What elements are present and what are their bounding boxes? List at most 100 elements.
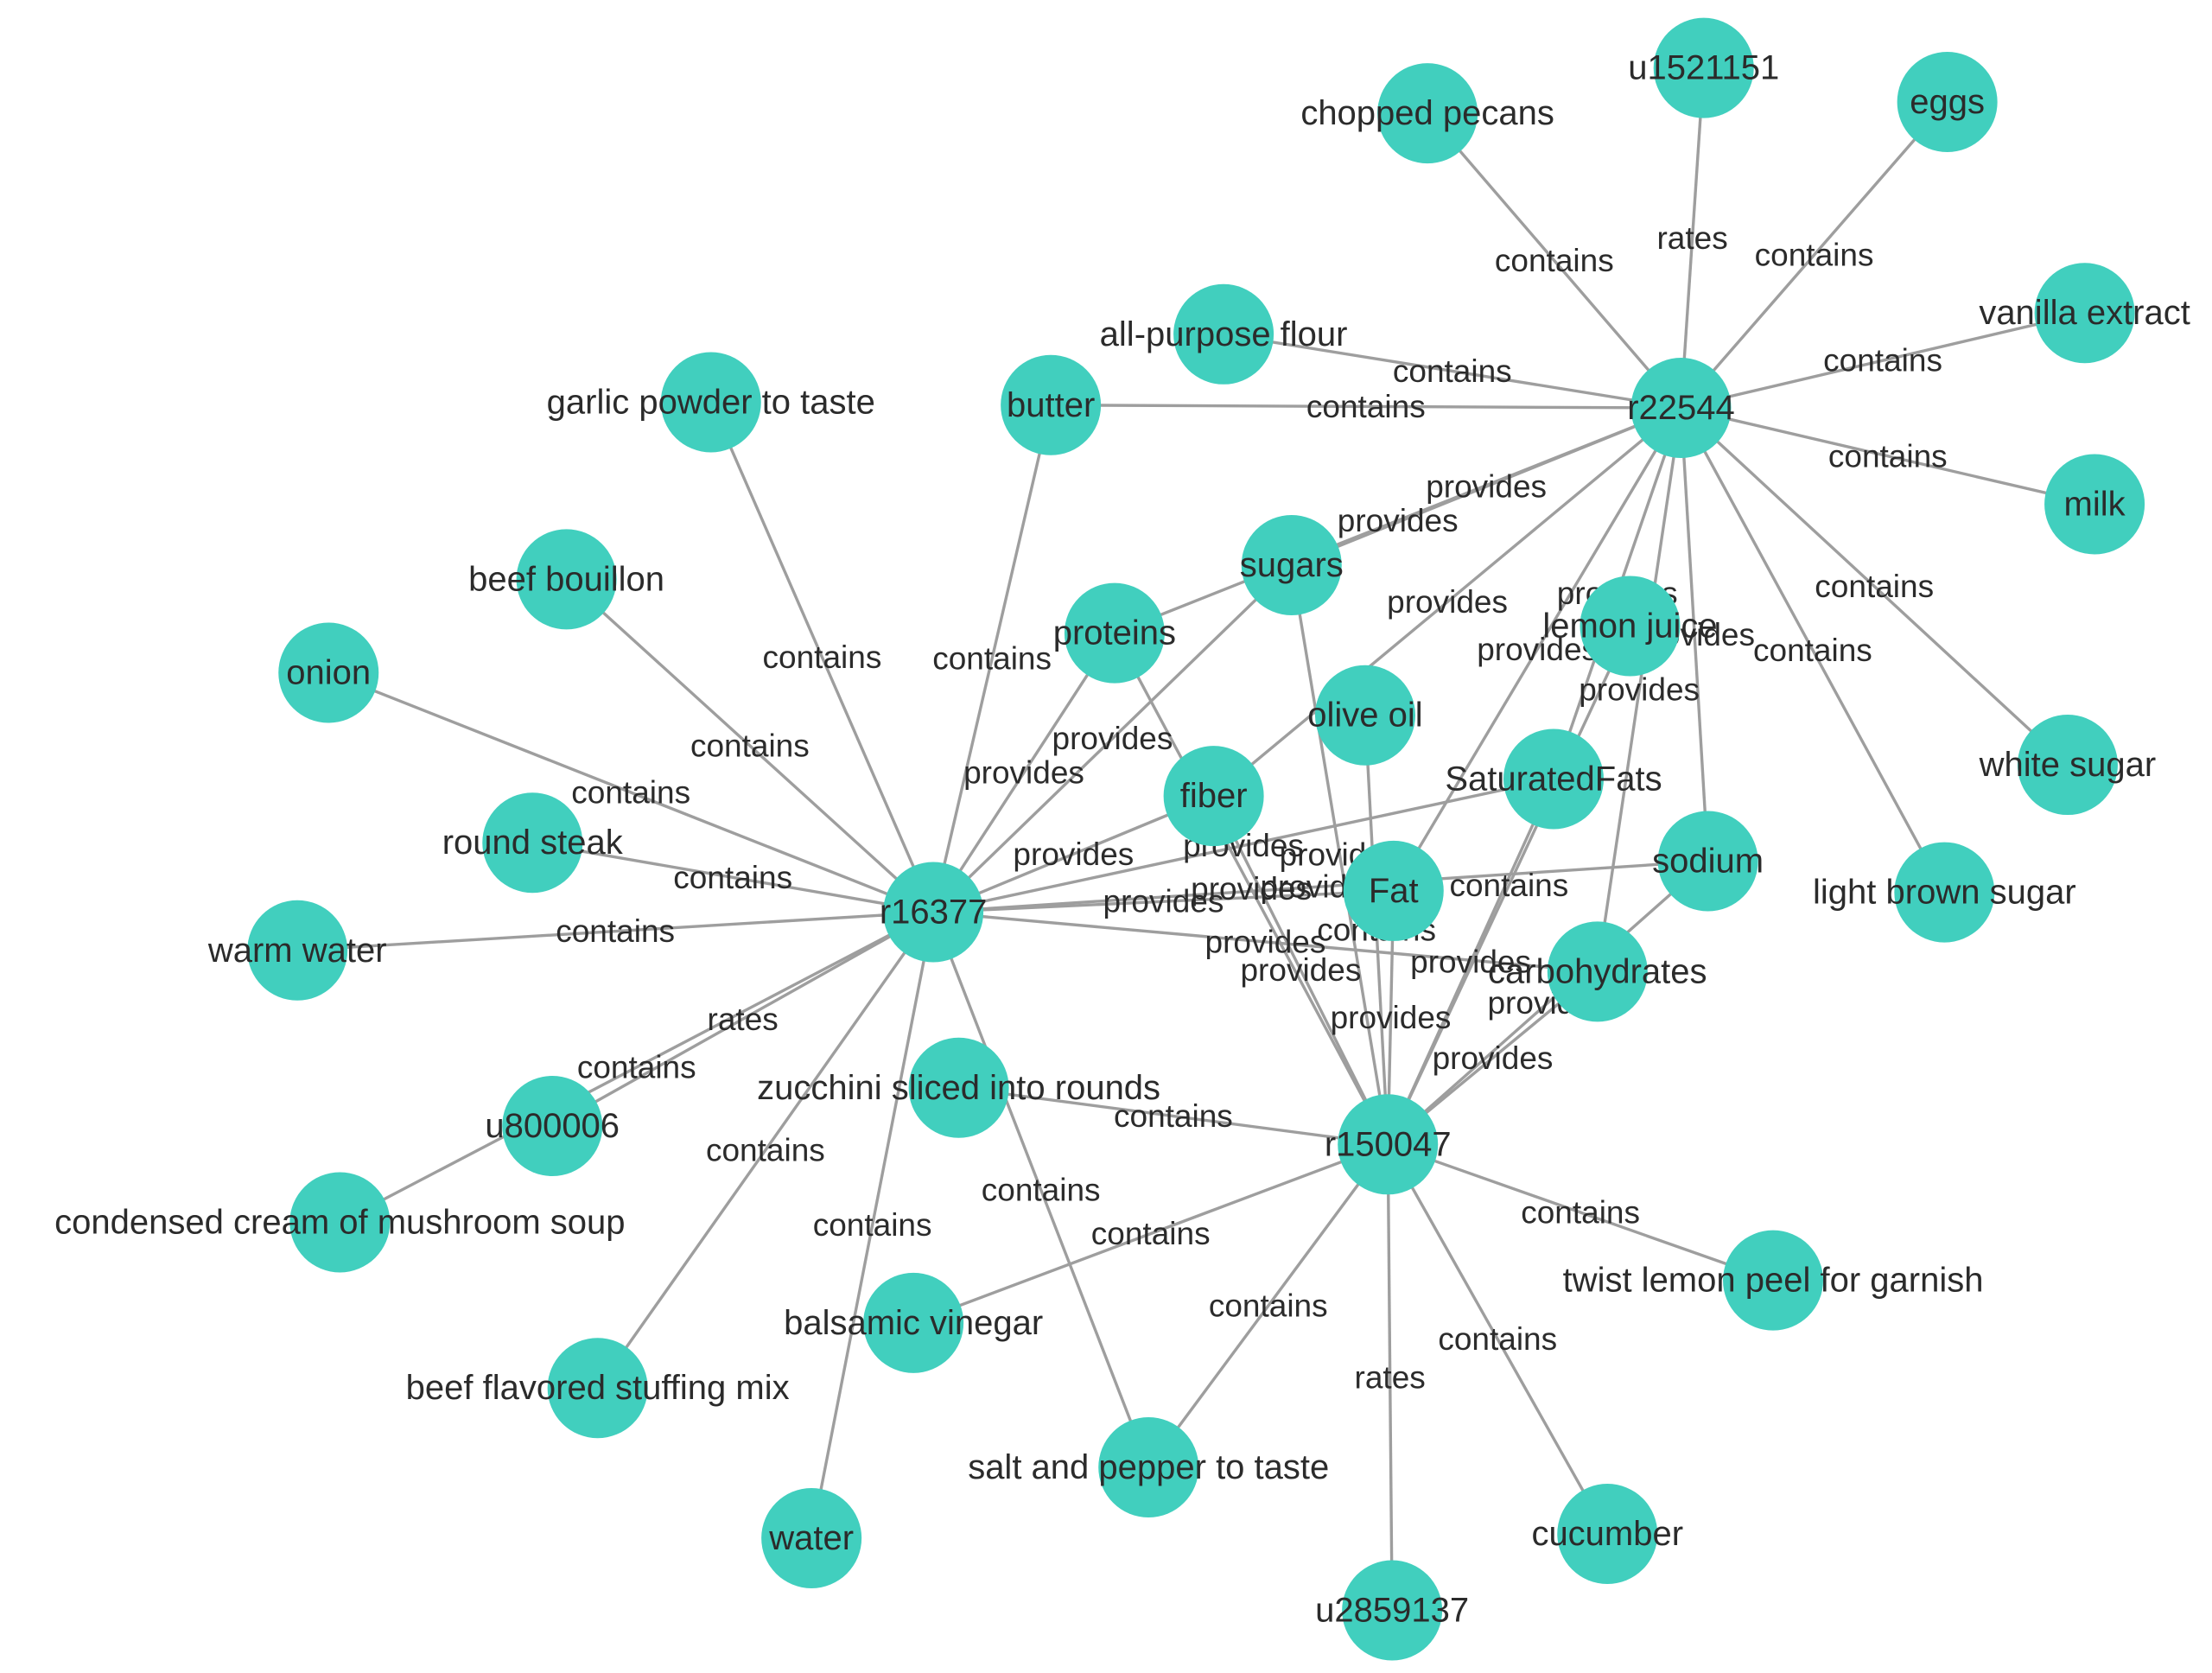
node-fat[interactable]: Fat: [1343, 840, 1444, 941]
node-butter[interactable]: butter: [1001, 354, 1102, 455]
node-fiber[interactable]: fiber: [1163, 746, 1264, 847]
node-circle-r22544[interactable]: [1630, 358, 1732, 459]
node-circle-cucumber[interactable]: [1557, 1484, 1658, 1585]
edge-r150047-cucumber: [1386, 1143, 1609, 1535]
node-balsamic-vinegar[interactable]: balsamic vinegar: [784, 1272, 1043, 1373]
node-circle-all-purpose-flour[interactable]: [1173, 283, 1274, 385]
edge-label-provides: provides: [1191, 871, 1312, 906]
node-proteins[interactable]: proteins: [1053, 582, 1176, 684]
node-all-purpose-flour[interactable]: all-purpose flour: [1100, 283, 1348, 385]
node-r16377[interactable]: r16377: [880, 862, 988, 963]
node-lemon-juice[interactable]: lemon juice: [1542, 576, 1718, 677]
edge-label-contains: contains: [673, 860, 792, 895]
node-circle-carbohydrates[interactable]: [1547, 921, 1648, 1022]
node-milk[interactable]: milk: [2044, 454, 2145, 555]
node-circle-salt-pepper[interactable]: [1098, 1417, 1199, 1518]
node-stuffing-mix[interactable]: beef flavored stuffing mix: [406, 1338, 790, 1439]
node-round-steak[interactable]: round steak: [442, 792, 624, 894]
node-circle-sugars[interactable]: [1241, 514, 1342, 615]
edge-label-provides: provides: [1387, 584, 1508, 620]
node-label-round-steak: round steak: [442, 824, 624, 862]
node-circle-garlic-powder[interactable]: [660, 352, 761, 453]
node-circle-chopped-pecans[interactable]: [1377, 63, 1478, 164]
node-circle-sodium[interactable]: [1657, 811, 1758, 912]
node-circle-light-brown-sugar[interactable]: [1894, 842, 1995, 943]
node-circle-lemon-juice[interactable]: [1580, 576, 1681, 677]
node-carbohydrates[interactable]: carbohydrates: [1488, 921, 1707, 1022]
node-condensed-soup[interactable]: condensed cream of mushroom soup: [54, 1172, 626, 1273]
node-olive-oil[interactable]: olive oil: [1307, 665, 1423, 766]
edge-label-provides: provides: [1052, 721, 1173, 756]
node-label-garlic-powder: garlic powder to taste: [547, 383, 875, 421]
node-vanilla-extract[interactable]: vanilla extract: [1979, 263, 2190, 364]
node-warm-water[interactable]: warm water: [207, 900, 387, 1001]
edge-r16377-proteins: [931, 632, 1116, 913]
node-u1521151[interactable]: u1521151: [1628, 17, 1779, 118]
node-circle-twist-lemon-peel[interactable]: [1723, 1230, 1824, 1331]
edge-label-provides: provides: [1205, 924, 1326, 959]
node-zucchini[interactable]: zucchini sliced into rounds: [757, 1037, 1160, 1138]
node-label-u800006: u800006: [485, 1107, 620, 1145]
node-circle-condensed-soup[interactable]: [289, 1172, 391, 1273]
edge-r22544-chopped-pecans: [1426, 112, 1682, 410]
node-circle-r16377[interactable]: [883, 862, 984, 963]
node-circle-balsamic-vinegar[interactable]: [863, 1272, 964, 1373]
node-circle-milk[interactable]: [2044, 454, 2145, 555]
node-cucumber[interactable]: cucumber: [1531, 1484, 1683, 1585]
node-sugars[interactable]: sugars: [1240, 514, 1344, 615]
node-chopped-pecans[interactable]: chopped pecans: [1300, 63, 1554, 164]
node-sodium[interactable]: sodium: [1652, 811, 1764, 912]
node-u2859137[interactable]: u2859137: [1315, 1560, 1469, 1661]
node-circle-butter[interactable]: [1001, 354, 1102, 455]
node-r150047[interactable]: r150047: [1325, 1094, 1452, 1195]
node-circle-fat[interactable]: [1343, 840, 1444, 941]
node-circle-white-sugar[interactable]: [2017, 715, 2118, 816]
node-circle-proteins[interactable]: [1064, 582, 1165, 684]
node-circle-onion[interactable]: [278, 622, 379, 723]
node-circle-zucchini[interactable]: [908, 1037, 1009, 1138]
edge-r16377-carbohydrates: [932, 910, 1598, 974]
edge-r150047-balsamic-vinegar: [912, 1142, 1389, 1325]
node-salt-pepper[interactable]: salt and pepper to taste: [968, 1417, 1329, 1518]
node-r22544[interactable]: r22544: [1627, 358, 1735, 459]
node-saturated-fats[interactable]: SaturatedFats: [1445, 728, 1662, 830]
edge-r22544-carbohydrates: [1596, 407, 1683, 972]
node-label-proteins: proteins: [1053, 614, 1176, 652]
node-circle-beef-bouillon[interactable]: [516, 529, 617, 630]
node-circle-r150047[interactable]: [1338, 1094, 1439, 1195]
node-circle-warm-water[interactable]: [247, 900, 348, 1001]
node-circle-fiber[interactable]: [1163, 746, 1264, 847]
node-circle-olive-oil[interactable]: [1314, 665, 1415, 766]
node-circle-eggs[interactable]: [1897, 52, 1998, 153]
node-u800006[interactable]: u800006: [485, 1076, 620, 1177]
node-onion[interactable]: onion: [278, 622, 379, 723]
edge-r16377-round-steak: [531, 841, 934, 914]
node-circle-water[interactable]: [761, 1487, 862, 1588]
edge-label-contains: contains: [1495, 243, 1614, 278]
edge-label-provides: provides: [1433, 1040, 1554, 1076]
node-label-light-brown-sugar: light brown sugar: [1813, 874, 2076, 912]
node-circle-stuffing-mix[interactable]: [547, 1338, 648, 1439]
edge-r22544-milk: [1681, 406, 2095, 506]
node-circle-u800006[interactable]: [502, 1076, 603, 1177]
node-circle-vanilla-extract[interactable]: [2034, 263, 2135, 364]
node-beef-bouillon[interactable]: beef bouillon: [468, 529, 664, 630]
edge-label-contains: contains: [1753, 633, 1872, 668]
node-white-sugar[interactable]: white sugar: [1979, 715, 2157, 816]
edge-r16377-saturated-fats: [932, 777, 1554, 914]
edge-label-contains: contains: [982, 1172, 1101, 1207]
node-circle-round-steak[interactable]: [482, 792, 583, 894]
node-circle-u2859137[interactable]: [1342, 1560, 1443, 1661]
node-eggs[interactable]: eggs: [1897, 52, 1998, 153]
edge-label-contains: contains: [706, 1132, 825, 1167]
edge-label-provides: provides: [1240, 952, 1361, 988]
node-light-brown-sugar[interactable]: light brown sugar: [1813, 842, 2076, 943]
node-label-olive-oil: olive oil: [1307, 697, 1422, 735]
node-circle-saturated-fats[interactable]: [1503, 728, 1604, 830]
edge-r22544-proteins: [1114, 406, 1682, 635]
node-garlic-powder[interactable]: garlic powder to taste: [547, 352, 875, 453]
edge-label-contains: contains: [690, 728, 810, 763]
node-twist-lemon-peel[interactable]: twist lemon peel for garnish: [1563, 1230, 1984, 1331]
node-water[interactable]: water: [761, 1487, 862, 1588]
node-circle-u1521151[interactable]: [1653, 17, 1754, 118]
